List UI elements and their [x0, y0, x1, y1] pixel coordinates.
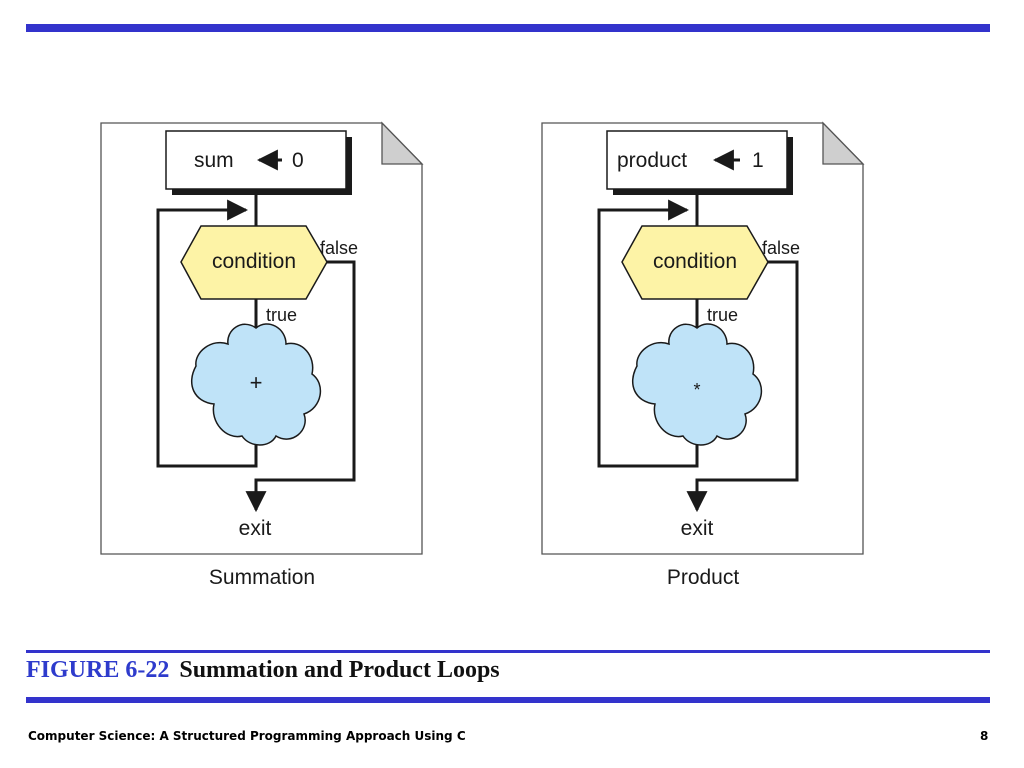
figure-caption: FIGURE 6-22 Summation and Product Loops: [26, 657, 500, 684]
init-value: 0: [292, 149, 304, 172]
loop-back-arrow: [156, 199, 258, 468]
false-exit-arrow: [686, 260, 799, 513]
figure-title: Summation and Product Loops: [179, 657, 500, 683]
true-label: true: [266, 305, 297, 325]
true-label: true: [707, 305, 738, 325]
caption-rule-bottom: [26, 697, 990, 703]
top-rule: [26, 24, 990, 32]
false-label: false: [762, 238, 800, 258]
exit-label: exit: [681, 517, 714, 540]
false-label: false: [320, 238, 358, 258]
init-box: [165, 130, 347, 190]
loop-back-arrow: [597, 199, 699, 468]
false-exit-arrow: [245, 260, 356, 513]
operator-label: *: [693, 380, 700, 400]
condition-label: condition: [212, 250, 296, 273]
init-box: [606, 130, 788, 190]
page-fold: [822, 121, 865, 165]
operator-label: +: [250, 370, 263, 395]
init-variable: sum: [194, 149, 234, 172]
process-blob: [632, 323, 763, 446]
summation-diagram: sum 0 condition false true + exit Summat…: [100, 121, 424, 589]
page-number: 8: [980, 729, 989, 743]
diagram-title: Product: [667, 566, 740, 589]
figure-number: FIGURE 6-22: [26, 657, 170, 683]
caption-rule-top: [26, 650, 990, 653]
loop-diagrams: sum 0 condition false true + exit Summat…: [100, 121, 865, 589]
init-value: 1: [752, 149, 764, 172]
condition-hexagon: [621, 225, 769, 300]
diagram-title: Summation: [209, 566, 315, 589]
process-blob: [191, 323, 322, 446]
condition-hexagon: [180, 225, 328, 300]
footer-book-title: Computer Science: A Structured Programmi…: [28, 729, 466, 743]
page-fold: [381, 121, 424, 165]
exit-label: exit: [239, 517, 272, 540]
product-diagram: product 1 condition false true * exit Pr…: [541, 121, 865, 589]
condition-label: condition: [653, 250, 737, 273]
init-variable: product: [617, 149, 687, 172]
